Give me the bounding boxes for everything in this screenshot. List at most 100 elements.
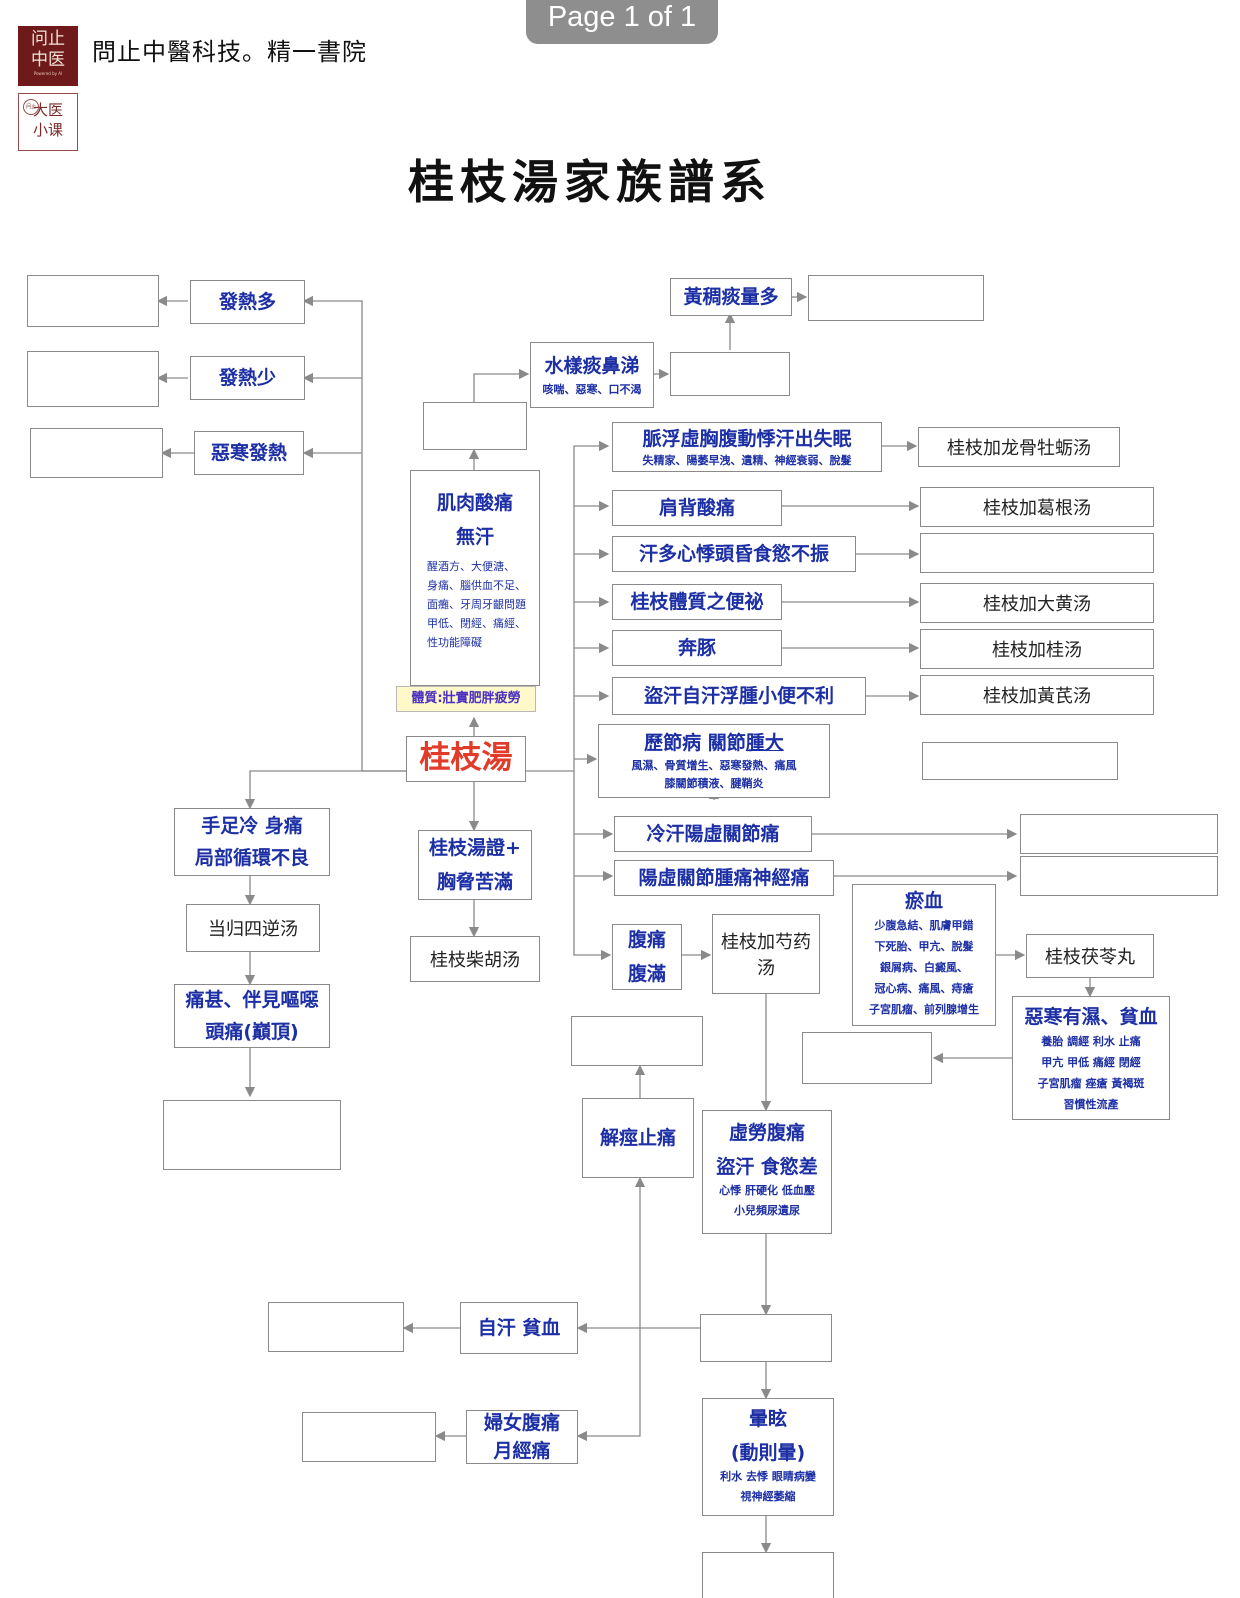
fuling-formula-box: 桂枝茯苓丸 (1026, 934, 1154, 978)
empty-box-womens-pain (302, 1412, 436, 1462)
fatigue-line1: 虛勞腹痛 (728, 1122, 805, 1144)
bentun-label: 奔豚 (677, 637, 716, 659)
yellow-phlegm-box: 黃稠痰量多 (670, 278, 792, 316)
joint-disease-box: 歷節病 關節腫大 風濕、骨質增生、惡寒發熱、痛風 膝關節積液、腱鞘炎 (598, 724, 830, 798)
huangqi-formula-label: 桂枝加黃芪汤 (983, 686, 1091, 707)
spasm-relief-box: 解痙止痛 (582, 1098, 694, 1178)
damp-note: 養胎 調經 利水 止痛 (1041, 1035, 1141, 1048)
fatigue-line2: 盜汗 食慾差 (716, 1156, 818, 1178)
stasis-note: 子宮肌瘤、前列腺增生 (869, 1003, 979, 1016)
dahuang-formula-label: 桂枝加大黄汤 (983, 594, 1091, 615)
blood-stasis-title: 瘀血 (904, 890, 943, 912)
blood-stasis-box: 瘀血 少腹急結、肌膚甲錯 下死胎、甲亢、脫髮 銀屑病、白癜風、 冠心病、痛風、痔… (852, 884, 996, 1026)
empty-box-cold-sweat (1020, 814, 1218, 854)
sweat-palpitation-label: 汗多心悸頭昏食慾不振 (638, 543, 829, 565)
fever-more-label: 發熱多 (218, 291, 276, 313)
severe-pain-line1: 痛甚、伴見嘔噁 (185, 989, 319, 1011)
abdominal-fullness-label: 腹滿 (627, 963, 666, 985)
abdominal-pain-label: 腹痛 (627, 929, 666, 951)
stasis-note: 冠心病、痛風、痔瘡 (874, 982, 974, 995)
pulse-notes: 失精家、陽萎早洩、遺精、神經衰弱、脫髮 (642, 454, 852, 467)
muscle-note: 面癱、牙周牙齦問題 (427, 598, 526, 611)
chill-fever-box: 惡寒發熱 (194, 431, 304, 475)
no-sweat-label: 無汗 (455, 526, 494, 548)
dizziness-line1: 暈眩 (748, 1408, 787, 1430)
muscle-note: 性功能障礙 (427, 636, 482, 649)
damp-note: 子宮肌瘤 痤瘡 黃褐斑 (1037, 1077, 1145, 1090)
logo-tagline: Powered by AI (33, 71, 63, 76)
womens-pain-line1: 婦女腹痛 (483, 1412, 560, 1434)
logo-text-bottom: 中医 (31, 50, 65, 70)
clear-phlegm-box: 水樣痰鼻涕 咳喘、惡寒、口不渴 (530, 342, 654, 408)
muscle-pain-box: 肌肉酸痛 無汗 醒酒方、大便溏、 身痛、腦供血不足、 面癱、牙周牙齦問題 甲低、… (410, 470, 540, 686)
sweat-palpitation-box: 汗多心悸頭昏食慾不振 (612, 536, 856, 572)
yellow-phlegm-label: 黃稠痰量多 (683, 286, 779, 308)
fatigue-note: 心悸 肝硬化 低血壓 (719, 1184, 815, 1197)
logo-text-top: 问止 (31, 29, 65, 49)
joint-title-part1: 歷節病 關節 (644, 732, 746, 754)
spasm-relief-label: 解痙止痛 (599, 1127, 676, 1149)
logo-seal-icon: 问止 (23, 99, 39, 115)
syndrome-box: 桂枝湯證+ 胸脅苦滿 (418, 830, 532, 900)
stasis-note: 銀屑病、白癜風、 (880, 961, 968, 974)
fever-more-box: 發熱多 (190, 280, 305, 324)
empty-box-dizziness (702, 1552, 834, 1598)
dahuang-formula-box: 桂枝加大黄汤 (920, 583, 1154, 623)
empty-box-spontaneous-sweat (268, 1302, 404, 1352)
stasis-note: 少腹急結、肌膚甲錯 (874, 919, 974, 932)
joint-disease-title: 歷節病 關節腫大 (644, 729, 784, 757)
severe-pain-box: 痛甚、伴見嘔噁 頭痛(巔頂) (174, 984, 330, 1048)
empty-box-cold-damp (802, 1032, 932, 1084)
joint-notes-2: 膝關節積液、腱鞘炎 (664, 777, 764, 790)
dizziness-note: 利水 去悸 眼睛病變 (720, 1470, 816, 1483)
cold-limbs-box: 手足冷 身痛 局部循環不良 (174, 808, 330, 876)
fatigue-pain-box: 虛勞腹痛 盜汗 食慾差 心悸 肝硬化 低血壓 小兒頻尿遺尿 (702, 1110, 832, 1234)
fever-less-box: 發熱少 (190, 356, 305, 400)
longgu-formula-box: 桂枝加龙骨牡蛎汤 (918, 427, 1120, 467)
daiyi-logo: 问止 大医 小课 (18, 93, 78, 151)
constipation-label: 桂枝體質之便祕 (630, 591, 764, 613)
muscle-note: 身痛、腦供血不足、 (427, 579, 526, 592)
empty-box-fever-less (27, 351, 159, 407)
logo2-text-top: 大医 (33, 101, 64, 119)
joint-title-part2: 腫大 (745, 732, 784, 754)
dizziness-line2: (動則暈) (730, 1442, 806, 1464)
syndrome-line2: 胸脅苦滿 (436, 871, 513, 893)
cold-damp-box: 惡寒有濕、貧血 養胎 調經 利水 止痛 甲亢 甲低 痛經 閉經 子宮肌瘤 痤瘡 … (1012, 996, 1170, 1120)
muscle-notes: 醒酒方、大便溏、 身痛、腦供血不足、 面癱、牙周牙齦問題 甲低、閉經、痛經、 性… (411, 557, 539, 652)
abdominal-pain-box: 腹痛 腹滿 (612, 924, 682, 990)
night-sweat-label: 盜汗自汗浮腫小便不利 (643, 685, 834, 707)
damp-note: 甲亢 甲低 痛經 閉經 (1041, 1056, 1141, 1069)
shoulder-pain-box: 肩背酸痛 (612, 490, 782, 526)
empty-box-severe-pain (163, 1100, 341, 1170)
muscle-note: 醒酒方、大便溏、 (427, 560, 515, 573)
pulse-box: 脈浮虛胸腹動悸汗出失眠 失精家、陽萎早洩、遺精、神經衰弱、脫髮 (612, 422, 882, 472)
shaoyao-formula-label: 桂枝加芍药汤 (721, 932, 811, 979)
cold-damp-title: 惡寒有濕、貧血 (1024, 1006, 1158, 1028)
fever-less-label: 發熱少 (218, 367, 276, 389)
stasis-note: 下死胎、甲亢、脫髮 (874, 940, 974, 953)
gegen-formula-label: 桂枝加葛根汤 (983, 498, 1091, 519)
fuling-formula-label: 桂枝茯苓丸 (1045, 947, 1135, 968)
logo2-text-bottom: 小课 (33, 121, 64, 139)
womens-pain-line2: 月經痛 (493, 1440, 551, 1462)
spontaneous-sweat-box: 自汗 貧血 (460, 1302, 578, 1354)
chaihu-formula-label: 桂枝柴胡汤 (430, 950, 520, 971)
damp-note: 習慣性流產 (1063, 1098, 1119, 1111)
shoulder-pain-label: 肩背酸痛 (658, 497, 735, 519)
clear-phlegm-notes: 咳喘、惡寒、口不渴 (542, 382, 642, 396)
yang-deficiency-box: 陽虛關節腫痛神經痛 (614, 860, 834, 896)
cold-limbs-line2: 局部循環不良 (194, 847, 309, 869)
severe-pain-line2: 頭痛(巔頂) (205, 1021, 299, 1043)
empty-box-fever-more (27, 275, 159, 327)
page-indicator: Page 1 of 1 (526, 0, 718, 44)
wenzhi-logo: 问止 中医 Powered by AI (18, 26, 78, 86)
gegen-formula-box: 桂枝加葛根汤 (920, 487, 1154, 527)
dizziness-box: 暈眩 (動則暈) 利水 去悸 眼睛病變 視神經萎縮 (702, 1398, 834, 1516)
guizhi-tang-center: 桂枝湯 (406, 736, 526, 782)
muscle-note: 甲低、閉經、痛經、 (427, 617, 526, 630)
page-title: 桂枝湯家族譜系 (408, 155, 772, 209)
guizhi-jiagui-formula-box: 桂枝加桂汤 (920, 629, 1154, 669)
cold-sweat-label: 冷汗陽虛關節痛 (646, 823, 780, 845)
